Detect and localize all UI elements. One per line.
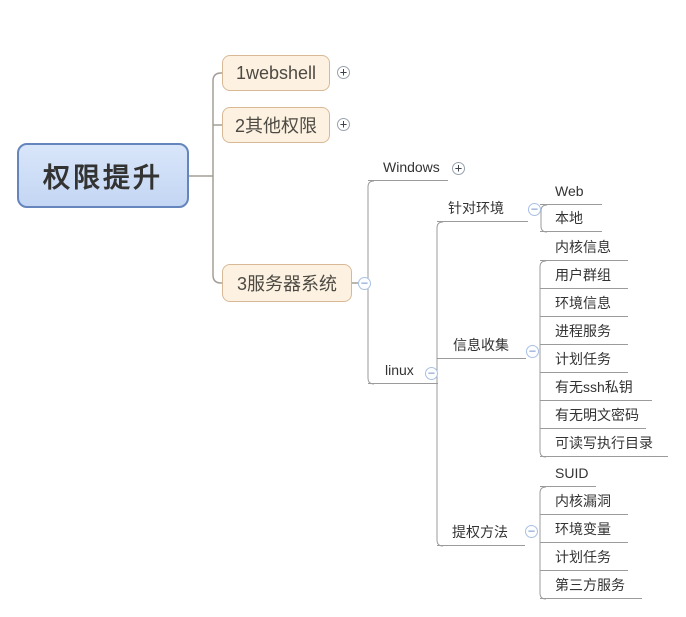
- collapse-icon[interactable]: −: [526, 345, 539, 358]
- leaf-kernel-exploit[interactable]: 内核漏洞: [540, 490, 628, 515]
- expand-icon[interactable]: +: [337, 118, 350, 131]
- leaf-user-groups[interactable]: 用户群组: [540, 264, 628, 289]
- collapse-icon[interactable]: −: [358, 277, 371, 290]
- branch-node-other-perms[interactable]: 2其他权限: [222, 107, 330, 143]
- expand-icon[interactable]: +: [452, 162, 465, 175]
- leaf-kernel-info[interactable]: 内核信息: [540, 236, 628, 261]
- node-target-env[interactable]: 针对环境: [437, 197, 528, 222]
- leaf-env-variables[interactable]: 环境变量: [540, 518, 628, 543]
- branch-node-server-system[interactable]: 3服务器系统: [222, 264, 352, 302]
- node-info-gathering[interactable]: 信息收集: [437, 334, 526, 359]
- collapse-icon[interactable]: −: [525, 525, 538, 538]
- leaf-env-info[interactable]: 环境信息: [540, 292, 628, 317]
- leaf-process-services[interactable]: 进程服务: [540, 320, 628, 345]
- expand-icon[interactable]: +: [337, 66, 350, 79]
- leaf-suid[interactable]: SUID: [540, 462, 596, 487]
- leaf-plaintext-passwords[interactable]: 有无明文密码: [540, 404, 646, 429]
- branch-node-webshell[interactable]: 1webshell: [222, 55, 330, 91]
- node-privesc-methods[interactable]: 提权方法: [437, 521, 525, 546]
- collapse-icon[interactable]: −: [528, 203, 541, 216]
- leaf-local[interactable]: 本地: [540, 207, 602, 232]
- leaf-cron-tasks[interactable]: 计划任务: [540, 348, 628, 373]
- leaf-ssh-keys[interactable]: 有无ssh私钥: [540, 376, 652, 401]
- leaf-third-party-services[interactable]: 第三方服务: [540, 574, 642, 599]
- root-node[interactable]: 权限提升: [17, 143, 189, 208]
- leaf-writable-exec-dirs[interactable]: 可读写执行目录: [540, 432, 668, 457]
- node-windows[interactable]: Windows: [368, 156, 448, 181]
- leaf-web[interactable]: Web: [540, 180, 602, 205]
- collapse-icon[interactable]: −: [425, 367, 438, 380]
- node-linux[interactable]: linux: [368, 359, 438, 384]
- leaf-cron-tasks-2[interactable]: 计划任务: [540, 546, 628, 571]
